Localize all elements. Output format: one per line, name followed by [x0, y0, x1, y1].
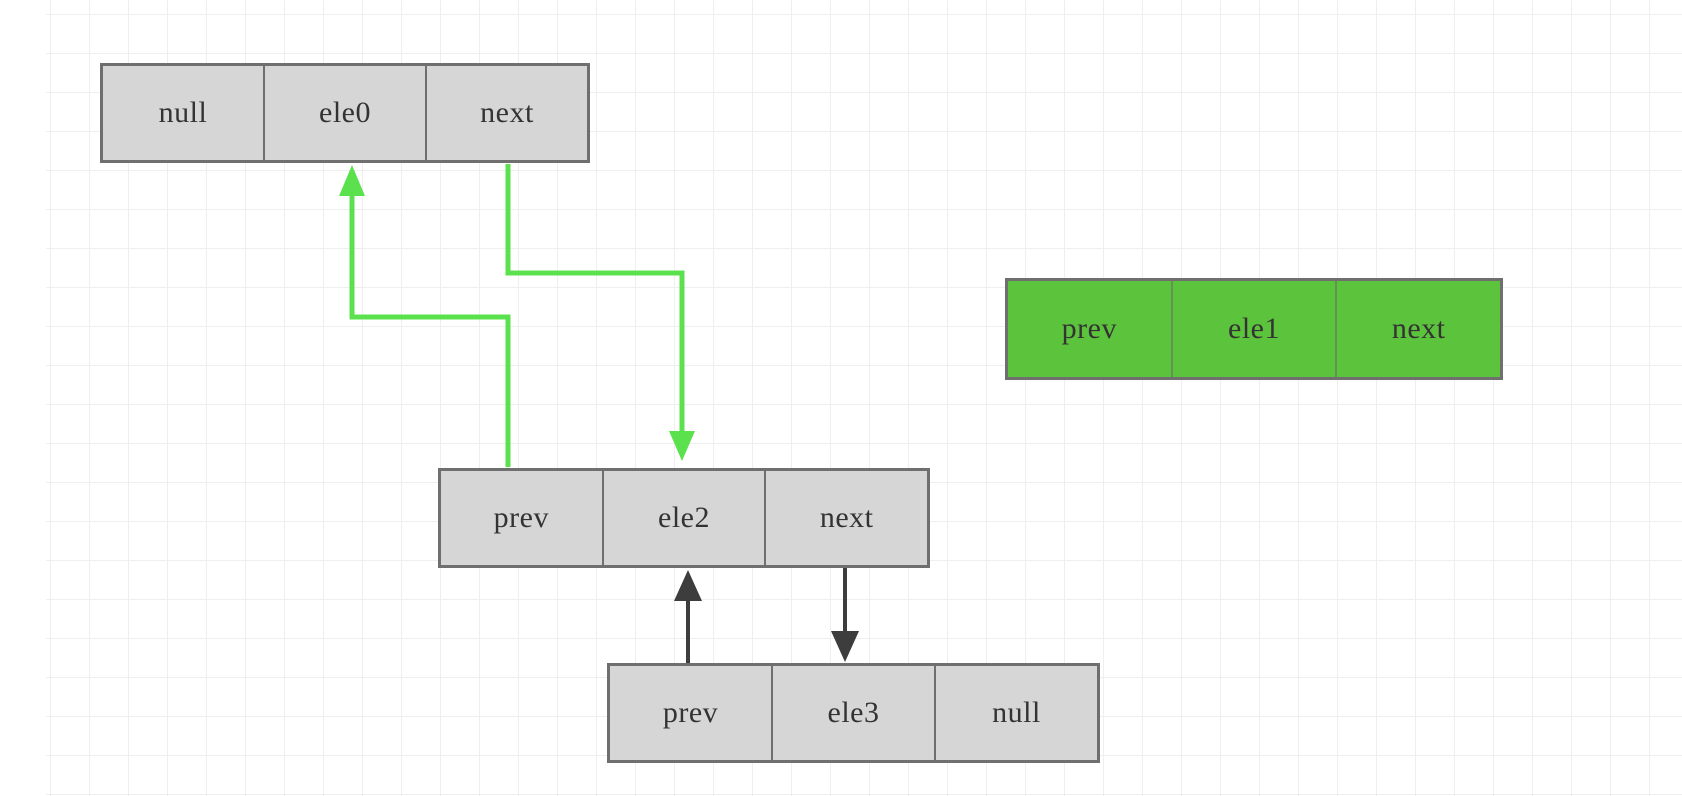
cell-ele2-value: ele2	[601, 471, 765, 565]
arrow-ele2-prev-to-ele0	[339, 165, 511, 467]
node-ele3: prev ele3 null	[607, 663, 1100, 763]
arrowhead-down-icon	[669, 431, 695, 461]
arrow-ele3-prev-to-ele2	[674, 570, 702, 663]
cell-ele3-prev: prev	[662, 696, 719, 729]
cell-ele0-value: ele0	[263, 66, 425, 160]
cell-ele0-next: next	[425, 66, 587, 160]
cell-ele3-next-null: null	[934, 666, 1097, 760]
arrowhead-up-icon	[339, 165, 365, 196]
node-ele1: prev ele1 next	[1005, 278, 1503, 380]
arrow-ele0-next-to-ele2	[505, 164, 695, 461]
cell-ele2-next: next	[764, 471, 927, 565]
arrow-ele2-next-to-ele3	[831, 568, 859, 662]
cell-ele2-prev: prev	[493, 501, 549, 534]
cell-ele1-next: next	[1335, 281, 1500, 377]
cell-ele1-value: ele1	[1170, 281, 1336, 377]
arrowhead-up-icon	[674, 570, 702, 601]
cell-ele1-prev: prev	[1061, 312, 1117, 345]
arrow-ele0-next-to-ele2-line	[505, 164, 685, 434]
arrowhead-down-icon	[831, 631, 859, 662]
node-ele2: prev ele2 next	[438, 468, 930, 568]
cell-ele0-prev-null: null	[158, 96, 208, 129]
arrow-ele2-prev-to-ele0-line	[349, 194, 511, 467]
left-blank-margin	[0, 0, 46, 796]
cell-ele3-value: ele3	[771, 666, 934, 760]
node-ele0: null ele0 next	[100, 63, 590, 163]
